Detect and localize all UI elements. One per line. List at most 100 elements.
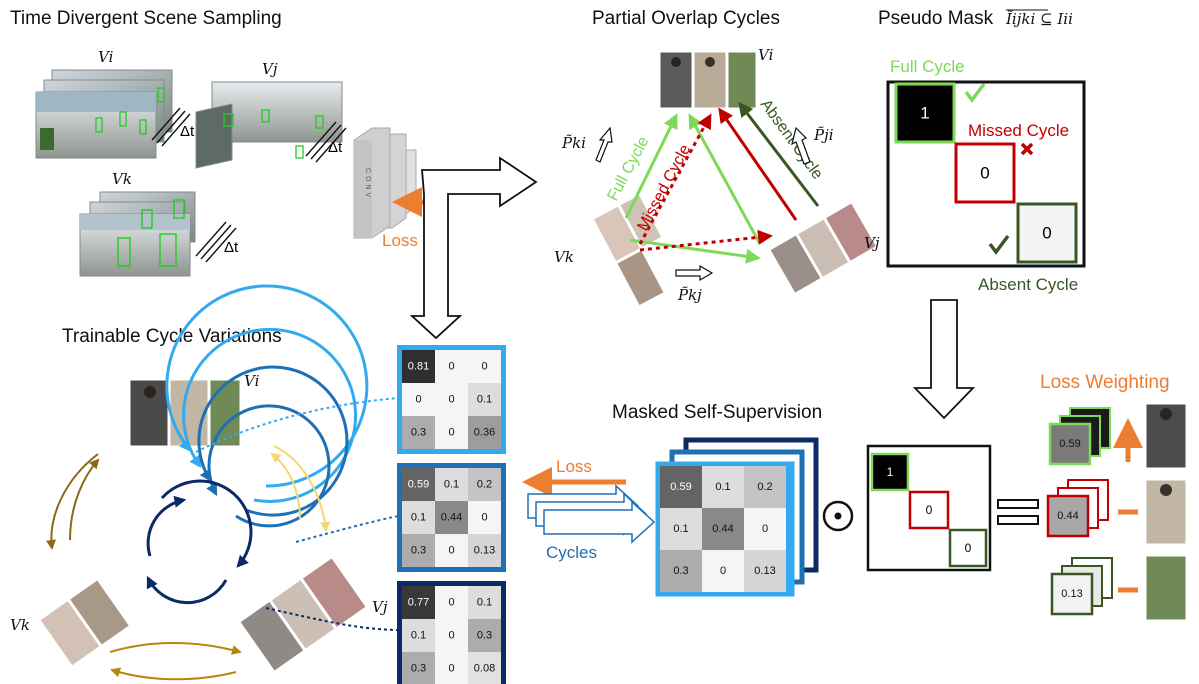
- cycle-matrix-3-cell: [402, 586, 435, 619]
- trainable-vi-label: Vi: [244, 372, 260, 390]
- small-mask-cell-1: [870, 452, 910, 492]
- full-cycle-text: Full Cycle: [605, 134, 653, 204]
- cycle-matrix-3-cell: [468, 586, 501, 619]
- overlap-vi-label: Vi: [758, 46, 774, 64]
- cycle-matrix-3-value: 0: [448, 630, 454, 642]
- cycle-matrix-2-cell: [402, 468, 435, 501]
- trainable-crop-vj: [239, 557, 367, 672]
- pseudo-mask-cell-1: [894, 82, 956, 144]
- cycle-matrix-1-value: 0.81: [408, 361, 429, 373]
- stack-matrix-cell: [660, 550, 702, 592]
- conv-block: [353, 127, 417, 239]
- cycle-matrix-2-value: 0.1: [411, 512, 426, 524]
- stack-matrix-value: 0.1: [673, 523, 688, 535]
- connector-mid: [295, 515, 399, 543]
- cycle-matrix-3-value: 0.77: [408, 597, 429, 609]
- weight-crop-full: [1145, 403, 1187, 469]
- perm-arrow-ki: [595, 126, 613, 163]
- cycle-matrix-1-cell: [435, 350, 468, 383]
- stack-matrix-cell: [702, 508, 744, 550]
- pseudo-mask-formula: Ĩijki ⊆ Iii: [1005, 10, 1073, 28]
- cycle-matrix-2-cell: [468, 501, 501, 534]
- missed-cycle-arrow-ji: [718, 107, 798, 221]
- overlap-crop-vk: [592, 194, 665, 307]
- weight-stack-absent: [1050, 557, 1113, 616]
- missed-cycle-arrow-ki: [638, 113, 712, 245]
- cycle-matrix-3-cell: [402, 652, 435, 684]
- mask-down-arrow: [912, 299, 976, 420]
- cycle-matrix-1-cell: [402, 383, 435, 416]
- cycle-matrix-3-value: 0.3: [411, 663, 426, 675]
- pseudo-mask-value-3: 0: [1042, 224, 1051, 243]
- missed-cycle-arrow-kj: [639, 229, 773, 252]
- outer-arrow-bottom-right: [109, 642, 242, 655]
- equals-sign: [997, 499, 1039, 525]
- full-cycle-mask-label: Full Cycle: [890, 57, 965, 76]
- cycle-matrix-1-value: 0.36: [474, 427, 495, 439]
- loss-label-conv: Loss: [382, 231, 418, 250]
- odot-center: [834, 512, 842, 520]
- absent-cycle-arrow-ji: [738, 101, 820, 207]
- stack-matrix-value: 0.44: [712, 523, 733, 535]
- small-mask-value-2: 0: [926, 503, 933, 517]
- small-mask-cell-3: [948, 528, 988, 568]
- cycle-matrix-3-cell: [435, 586, 468, 619]
- stack-matrix-cell: [660, 508, 702, 550]
- cycle-matrix-1-value: 0.3: [411, 427, 426, 439]
- cycle-matrix-3-value: 0.08: [474, 663, 495, 675]
- cycle-matrix-2-cell: [435, 501, 468, 534]
- outer-arrow-bottom-left: [110, 667, 237, 681]
- cycle-matrix-2-value: 0.2: [477, 479, 492, 491]
- loss-weighting-title: Loss Weighting: [1040, 372, 1170, 393]
- outer-arrow-left-up: [69, 458, 100, 541]
- pseudo-mask-cell-3: [1016, 202, 1078, 264]
- outer-arrow-right-up: [270, 452, 301, 521]
- scene-frames-vj: [195, 81, 343, 169]
- pseudo-mask-value-2: 0: [980, 164, 989, 183]
- cycle-matrix-2-cell: [435, 534, 468, 567]
- cycle-matrix-1-cell: [468, 416, 501, 449]
- perm-arrow-kj: [675, 264, 714, 282]
- overlap-crop-vi: [659, 51, 757, 109]
- overlap-vk-label: Vk: [554, 248, 574, 266]
- cycle-matrix-1-value: 0: [415, 394, 421, 406]
- cycle-matrix-2-cell: [468, 534, 501, 567]
- cycle-matrix-2-value: 0.59: [408, 479, 429, 491]
- overlap-title: Partial Overlap Cycles: [592, 8, 780, 29]
- cycle-matrix-3-cell: [468, 619, 501, 652]
- overlap-crop-vj: [769, 202, 878, 294]
- cycle-matrix-2-cell: [402, 534, 435, 567]
- stack-matrix-cell: [702, 550, 744, 592]
- cycle-matrix-1-cell: [468, 350, 501, 383]
- connector-light: [195, 397, 399, 453]
- weight-stack-full: [1048, 407, 1111, 466]
- conv-label: CONV: [364, 168, 371, 200]
- stack-matrix-value: 0.59: [670, 481, 691, 493]
- scene-frames-vi: [35, 69, 173, 159]
- loss-label-masked: Loss: [556, 457, 592, 476]
- view-label-vk-top: Vk: [112, 170, 132, 188]
- absent-cycle-mask-label: Absent Cycle: [978, 275, 1078, 294]
- pseudo-mask-value-1: 1: [920, 104, 929, 123]
- cycle-matrix-1-value: 0: [448, 427, 454, 439]
- cycle-matrix-3-cell: [468, 652, 501, 684]
- cycle-matrix-2-cell: [435, 468, 468, 501]
- t-shape-arrow: [409, 156, 538, 340]
- weight-crop-absent: [1145, 555, 1187, 621]
- cycle-matrix-3-value: 0.1: [477, 597, 492, 609]
- trainable-vj-label: Vj: [372, 598, 388, 616]
- missed-cross-icon: [1020, 142, 1034, 156]
- trainable-vk-label: Vk: [10, 616, 30, 634]
- cycle-matrix-1-value: 0: [448, 361, 454, 373]
- full-cycle-arrow-ji: [688, 113, 762, 245]
- cycle-matrix-3-value: 0.1: [411, 630, 426, 642]
- weight-value-missed: 0.44: [1057, 510, 1078, 522]
- masked-title: Masked Self-Supervision: [612, 402, 822, 423]
- delta-t-marks: [151, 107, 347, 263]
- cycle-matrix-2-cell: [402, 501, 435, 534]
- weight-value-absent: 0.13: [1061, 588, 1082, 600]
- cycle-matrix-1-cell: [402, 350, 435, 383]
- weight-value-full: 0.59: [1059, 438, 1080, 450]
